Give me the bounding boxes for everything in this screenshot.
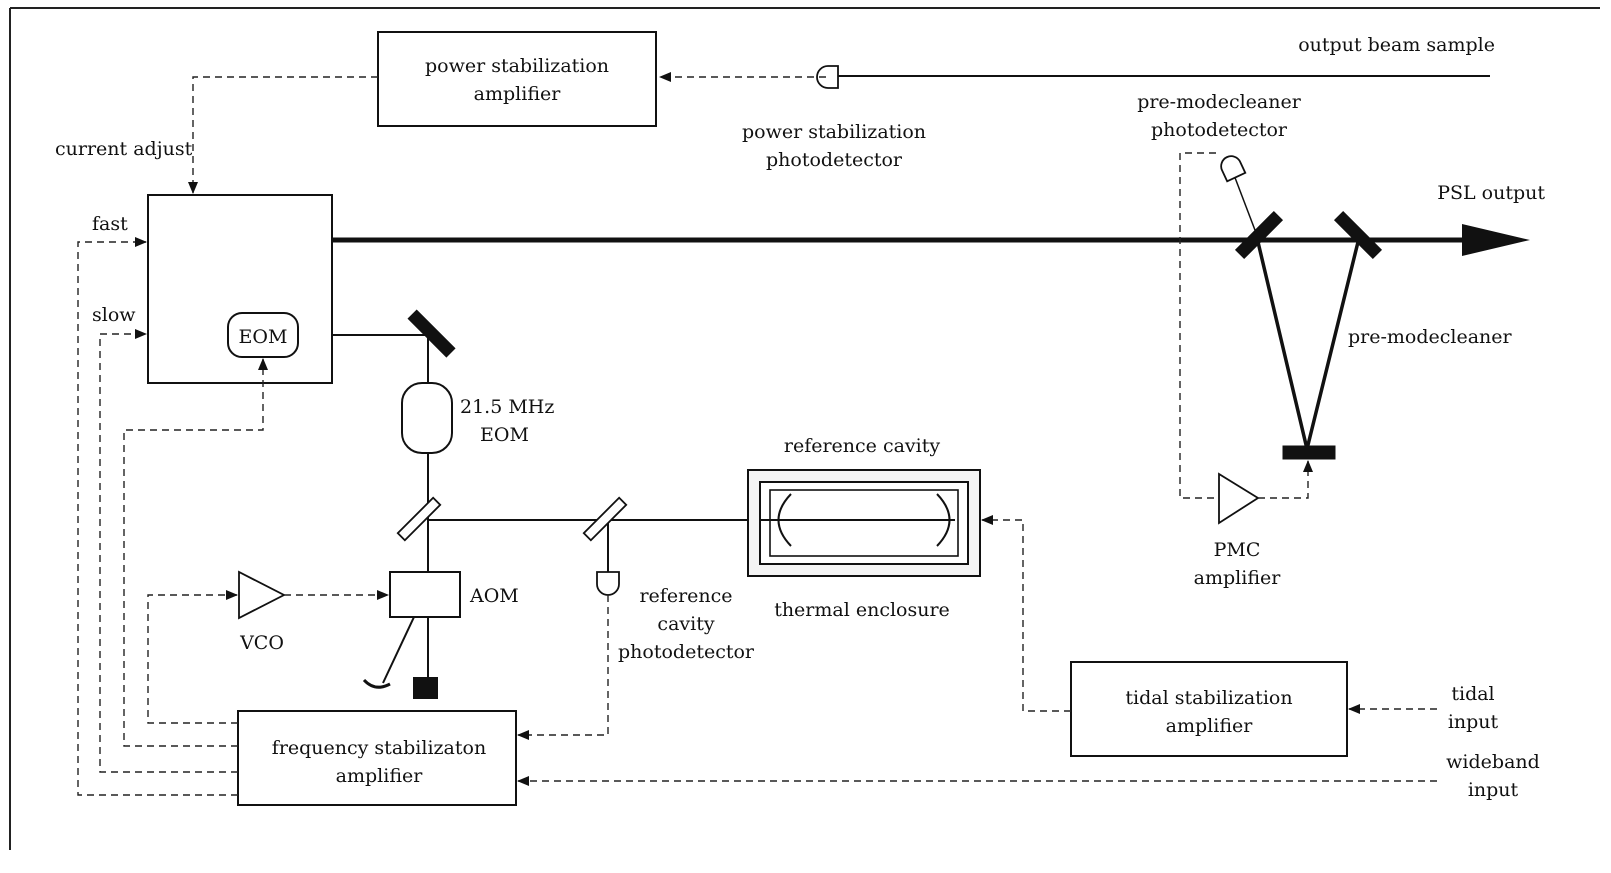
frequency-stabilization-amplifier-box bbox=[237, 710, 517, 806]
tidal-stabilization-amplifier-box bbox=[1070, 661, 1348, 757]
reference-cavity-photodetector bbox=[596, 571, 620, 596]
frequency-stabilization-amplifier-label: frequency stabilizaton bbox=[272, 737, 486, 759]
beam-dump-block bbox=[413, 677, 438, 699]
power-stabilization-photodetector bbox=[816, 65, 839, 89]
pre-modecleaner-photodetector-label: pre-modecleaner bbox=[1137, 91, 1302, 113]
reference-cavity-inner-wall bbox=[769, 489, 959, 557]
steering-mirror bbox=[407, 309, 456, 358]
ref-pd-to-freq-amp-line bbox=[517, 595, 609, 740]
power-stabilization-amplifier-label: amplifier bbox=[474, 83, 562, 105]
eom-control-line bbox=[123, 358, 268, 747]
power-stabilization-amplifier-box bbox=[377, 31, 657, 127]
figure-frame bbox=[9, 7, 1600, 850]
pre-modecleaner-photodetector-label: photodetector bbox=[1151, 119, 1288, 141]
power-amp-to-laser-current bbox=[188, 76, 378, 194]
reference-cavity-photodetector-label: reference bbox=[639, 585, 732, 607]
wideband-input-label: input bbox=[1468, 779, 1519, 801]
pmc-amp-to-mirror-line bbox=[1258, 460, 1313, 499]
aom-label: AOM bbox=[469, 585, 519, 607]
pmc-amplifier-label: PMC bbox=[1214, 539, 1261, 561]
laser-eom-label: EOM bbox=[239, 326, 288, 348]
output-beam-sample-label: output beam sample bbox=[1298, 34, 1495, 56]
pmc-output-mirror bbox=[1333, 210, 1383, 260]
pmc-end-mirror bbox=[1282, 445, 1336, 460]
reference-cavity-label: reference cavity bbox=[784, 435, 941, 457]
pre-modecleaner-photodetector bbox=[1220, 155, 1247, 183]
eom-21mhz-label: 21.5 MHz bbox=[460, 396, 554, 418]
pmc-amplifier-label: amplifier bbox=[1194, 567, 1282, 589]
pre-modecleaner-label: pre-modecleaner bbox=[1348, 326, 1513, 348]
tidal-input-label: input bbox=[1448, 711, 1499, 733]
psl-output-label: PSL output bbox=[1437, 182, 1545, 204]
aom-box bbox=[389, 571, 461, 618]
pmc-photodetector-beam bbox=[1233, 174, 1259, 239]
laser-secondary-beam bbox=[332, 334, 429, 383]
current-adjust-label: current adjust bbox=[55, 138, 193, 160]
slow-label: slow bbox=[92, 304, 136, 326]
fast-label: fast bbox=[92, 213, 128, 235]
tidal-stabilization-amplifier-label: amplifier bbox=[1166, 715, 1254, 737]
vco-control-line bbox=[147, 590, 238, 724]
pmc-input-mirror bbox=[1234, 210, 1284, 260]
vco-amplifier-icon bbox=[238, 570, 286, 620]
pmc-amplifier-icon bbox=[1218, 472, 1260, 525]
psl-output-arrowhead bbox=[1462, 224, 1530, 256]
reference-cavity-photodetector-label: photodetector bbox=[618, 641, 755, 663]
slow-control-line bbox=[99, 329, 238, 773]
eom-21mhz-box bbox=[401, 382, 453, 454]
tidal-amp-to-enclosure-line bbox=[981, 515, 1071, 712]
eom-21mhz-label: EOM bbox=[480, 424, 529, 446]
beamsplitter-1 bbox=[396, 496, 442, 542]
wideband-input-label: wideband bbox=[1446, 751, 1540, 773]
beamsplitter-2 bbox=[582, 496, 628, 542]
laser-eom-box bbox=[227, 312, 299, 358]
power-stabilization-photodetector-label: photodetector bbox=[766, 149, 903, 171]
vco-label: VCO bbox=[239, 632, 284, 654]
beam-dump-curve bbox=[362, 678, 391, 689]
reference-cavity-photodetector-label: cavity bbox=[657, 613, 714, 635]
frequency-stabilization-amplifier-label: amplifier bbox=[336, 765, 424, 787]
thermal-enclosure-label: thermal enclosure bbox=[774, 599, 950, 621]
tidal-input-label: tidal bbox=[1451, 683, 1494, 705]
tidal-stabilization-amplifier-label: tidal stabilization bbox=[1125, 687, 1292, 709]
reference-cavity-box bbox=[759, 481, 969, 565]
power-stabilization-photodetector-label: power stabilization bbox=[742, 121, 926, 143]
pmc-cavity-path bbox=[1256, 241, 1360, 450]
fast-control-line bbox=[77, 237, 238, 796]
aom-deflected-beam bbox=[382, 616, 415, 684]
pmc-pd-to-amp-line bbox=[1179, 152, 1217, 499]
power-stabilization-amplifier-label: power stabilization bbox=[425, 55, 609, 77]
